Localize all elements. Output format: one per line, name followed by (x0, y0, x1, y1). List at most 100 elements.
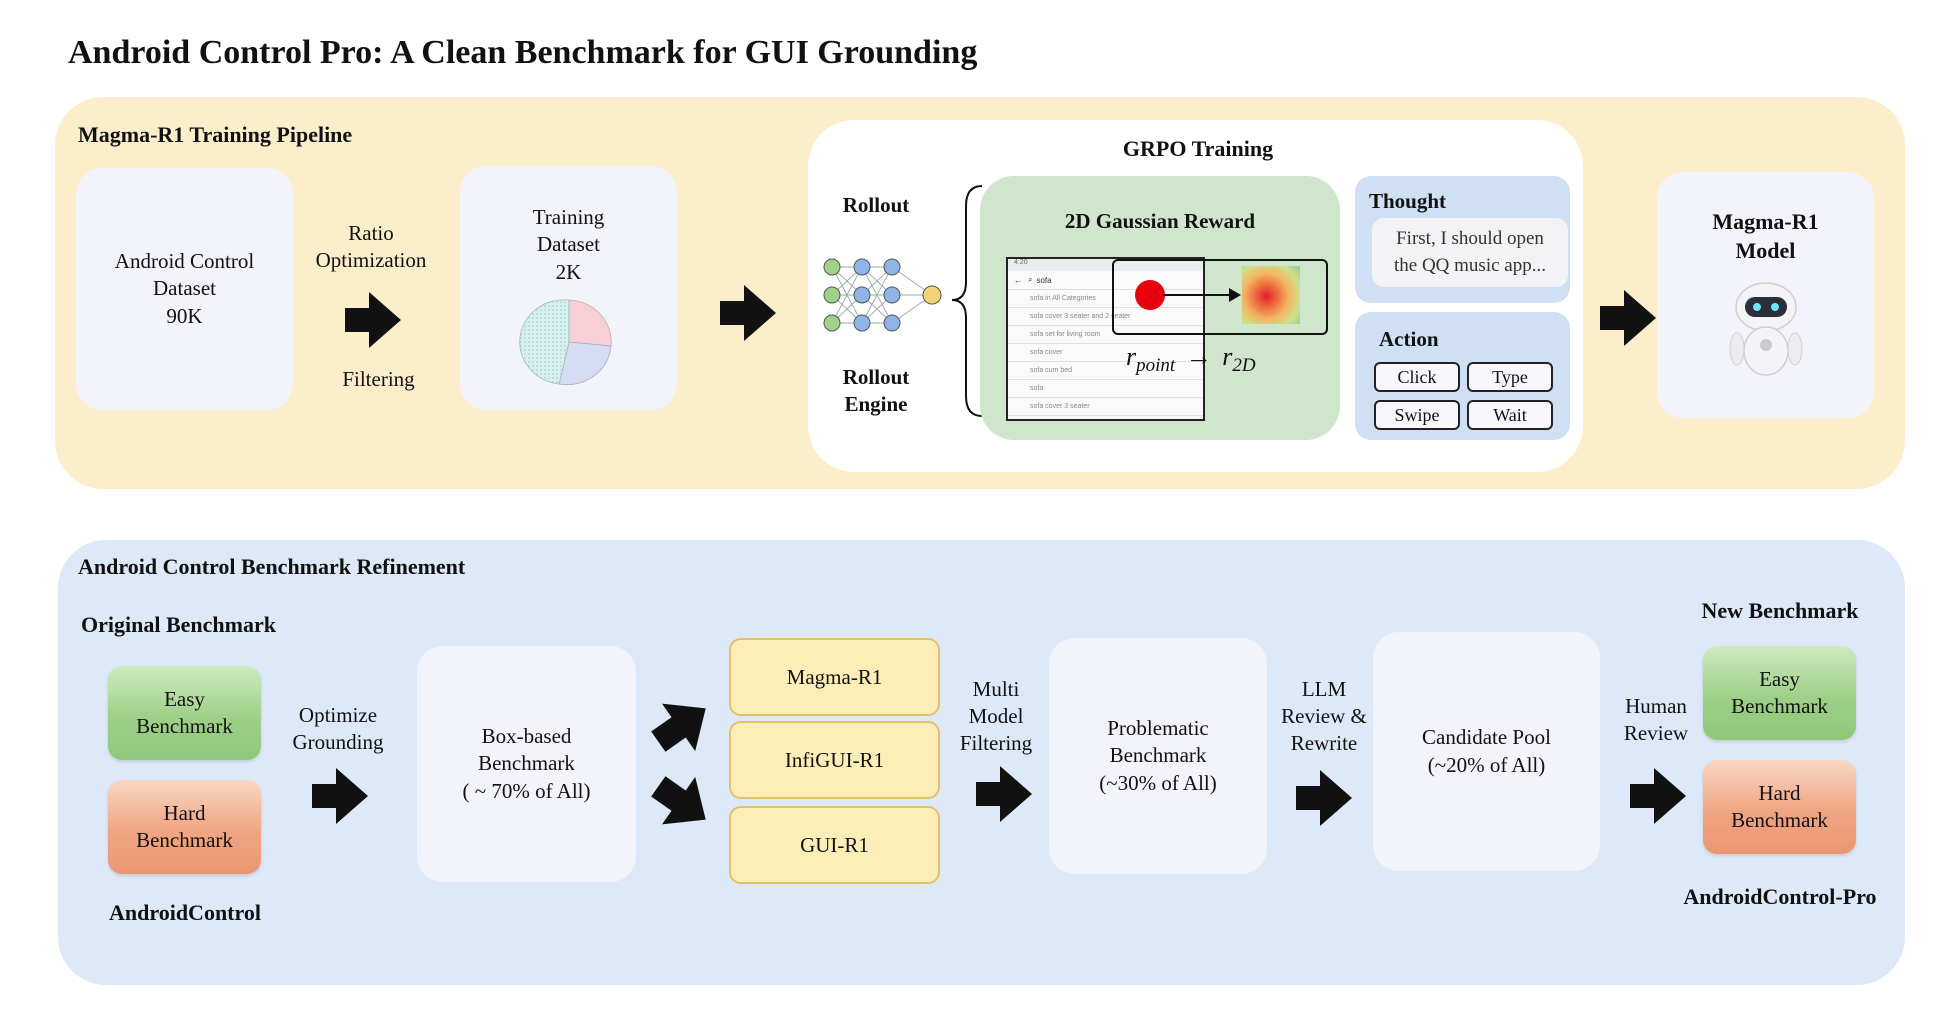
action-wait-button: Wait (1467, 400, 1553, 430)
ratio-optimization-label: Ratio Optimization (311, 220, 431, 274)
thought-title: Thought (1369, 189, 1447, 213)
reward-2d-subscript: 2D (1232, 355, 1256, 377)
refinement-section-title: Android Control Benchmark Refinement (78, 554, 466, 579)
robot-icon (1729, 282, 1802, 376)
page-title: Android Control Pro: A Clean Benchmark f… (68, 34, 978, 71)
new-hard-line2: Benchmark (1731, 808, 1828, 832)
easy-line2: Benchmark (136, 714, 233, 738)
neural-network-icon (823, 258, 942, 332)
thought-text-line2: the QQ music app... (1394, 254, 1546, 276)
back-arrow-icon: ← (1014, 275, 1022, 285)
phone-search-bar: ← ⌕ sofa (1008, 271, 1203, 290)
phone-search-text: sofa (1036, 275, 1052, 285)
problematic-line2: Benchmark (1109, 743, 1207, 768)
arrow-right-icon (1630, 768, 1686, 824)
arrow-right-icon (312, 768, 368, 824)
rollout-label: Rollout (842, 193, 910, 217)
filtering-label: Filtering (342, 367, 415, 391)
phone-search-icon: ⌕ (1028, 275, 1033, 284)
thought-text-line1: First, I should open (1396, 228, 1544, 249)
formula-arrow: → (1185, 342, 1212, 371)
new-benchmark-title: New Benchmark (1701, 598, 1859, 623)
zoom-box (1112, 259, 1328, 335)
reward-formula: rpoint → r2D (1126, 342, 1256, 377)
ratio-label-line2: Optimization (315, 247, 427, 272)
arrow-right-icon (1600, 290, 1656, 346)
phone-status-bar: 4:20 (1008, 259, 1203, 271)
action-click-button: Click (1374, 362, 1460, 392)
magma-model-box: Magma-R1 Model (1657, 172, 1874, 418)
optimize-line2: Grounding (292, 729, 384, 754)
model-gui-r1: GUI-R1 (729, 806, 940, 884)
source-dataset-box: Android Control Dataset 90K (76, 168, 293, 410)
human-line1: Human (1625, 694, 1687, 718)
training-dataset-line1: Training (532, 205, 605, 229)
curly-brace-icon (951, 185, 983, 417)
new-easy-line2: Benchmark (1731, 694, 1828, 718)
llm-line2: Review & (1281, 703, 1367, 728)
optimize-line1: Optimize (298, 703, 378, 727)
box-based-line3: ( ~ 70% of All) (462, 778, 591, 803)
human-review-label: Human Review (1606, 693, 1706, 747)
llm-line1: LLM (1301, 677, 1347, 701)
new-caption: AndroidControl-Pro (1683, 884, 1877, 909)
grpo-title: GRPO Training (1122, 136, 1274, 161)
gaussian-reward-title: 2D Gaussian Reward (1064, 209, 1256, 233)
hard-line1: Hard (163, 800, 206, 825)
multi-line3: Filtering (959, 730, 1033, 755)
problematic-line3: (~30% of All) (1099, 770, 1217, 795)
original-benchmark-title: Original Benchmark (81, 612, 276, 637)
optimize-grounding-label: Optimize Grounding (278, 702, 398, 756)
candidate-pool: Candidate Pool (~20% of All) (1373, 632, 1600, 871)
benchmark-refinement-panel (58, 540, 1905, 985)
pipeline-section-title: Magma-R1 Training Pipeline (78, 122, 353, 147)
model-infigui-r1: InfiGUI-R1 (729, 721, 940, 799)
arrow-down-right-icon (651, 776, 706, 825)
action-title: Action (1379, 327, 1439, 351)
multi-model-filtering-label: Multi Model Filtering (946, 676, 1046, 757)
arrow-to-heatmap-icon (1163, 288, 1241, 302)
new-easy-line1: Easy (1759, 666, 1800, 691)
phone-list-item: sofa set for living room (1008, 326, 1203, 344)
phone-list-item: sofa in All Categories (1008, 290, 1203, 308)
phone-list-item: sofa cover 3 seater and 2 seater (1008, 308, 1203, 326)
phone-list-item: sofa cover 3 seater (1008, 398, 1203, 416)
training-dataset-box: Training Dataset 2K (460, 166, 677, 410)
model-box-line2: Model (1735, 237, 1796, 263)
model-box-line1: Magma-R1 (1712, 209, 1819, 234)
training-dataset-line2: Dataset (537, 232, 600, 257)
model-magma-r1: Magma-R1 (729, 638, 940, 716)
arrow-right-icon (1296, 770, 1352, 826)
phone-list-item: sofa cum bed (1008, 362, 1203, 380)
arrow-right-icon (976, 766, 1032, 822)
target-point-icon (1135, 280, 1165, 310)
phone-list-item: sofa (1008, 380, 1203, 398)
human-line2: Review (1623, 720, 1689, 745)
box-based-benchmark: Box-based Benchmark ( ~ 70% of All) (417, 646, 636, 882)
llm-line3: Rewrite (1290, 730, 1358, 755)
source-dataset-line1: Android Control (114, 249, 255, 274)
rollout-engine-line2: Engine (844, 391, 908, 416)
arrow-right-icon (345, 292, 401, 348)
reward-point-symbol: r (1126, 342, 1137, 371)
original-caption: AndroidControl (108, 900, 261, 925)
reward-2d-symbol: r (1222, 342, 1233, 371)
new-hard-line1: Hard (1758, 780, 1801, 805)
rollout-engine-label: Rollout Engine (826, 364, 926, 418)
action-swipe-button: Swipe (1374, 400, 1460, 430)
arrow-up-right-icon (651, 703, 706, 752)
easy-line1: Easy (164, 686, 205, 711)
candidate-line1: Candidate Pool (1422, 725, 1551, 750)
box-based-line1: Box-based (481, 724, 572, 749)
source-dataset-line3: 90K (166, 303, 203, 328)
gaussian-heatmap (1242, 266, 1300, 324)
phone-screenshot: 4:20 ← ⌕ sofa sofa in All Categories sof… (1006, 257, 1205, 421)
multi-line1: Multi (972, 677, 1020, 701)
source-dataset-line2: Dataset (153, 276, 216, 301)
thought-text: First, I should open the QQ music app... (1372, 218, 1568, 288)
reward-point-subscript: point (1136, 355, 1176, 377)
